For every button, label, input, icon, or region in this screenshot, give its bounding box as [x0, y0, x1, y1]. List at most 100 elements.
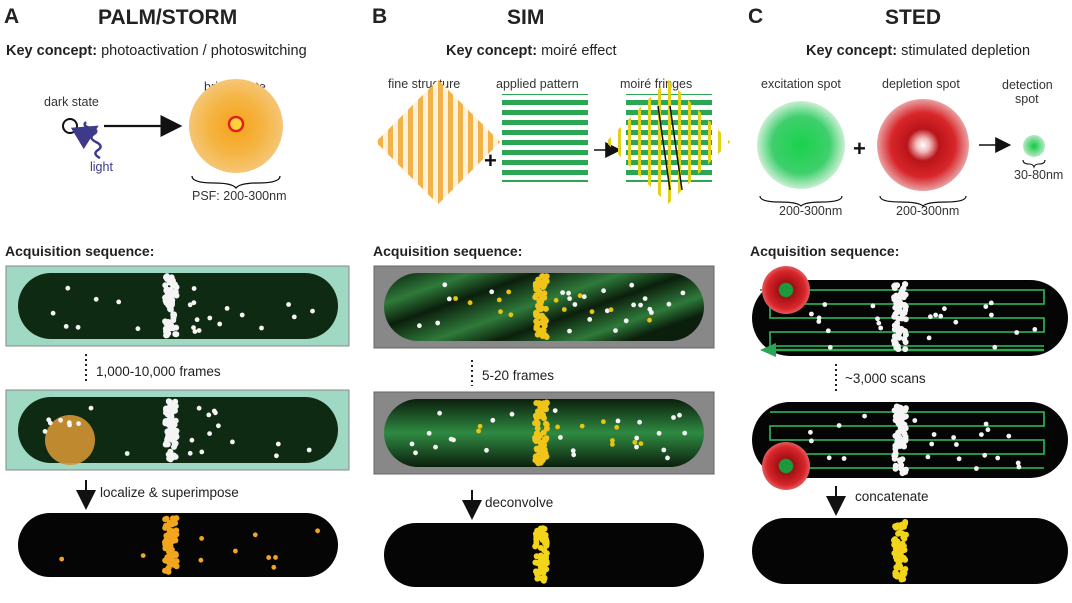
cluster-dot [902, 331, 909, 338]
cluster-dot [164, 436, 171, 443]
cluster-dot [167, 402, 174, 409]
cluster-dot [167, 287, 174, 293]
fluorophore-dot [508, 312, 514, 318]
cluster-dot [172, 288, 179, 295]
cluster-dot [898, 421, 905, 428]
localized-dot [162, 524, 169, 531]
deconvolved-dot [542, 537, 549, 544]
cluster-dot [896, 304, 903, 311]
cluster-dot [533, 415, 540, 421]
localized-dot [171, 518, 178, 525]
cluster-dot [894, 438, 901, 445]
cluster-dot [540, 278, 547, 285]
deconvolved-dot [538, 532, 544, 539]
cluster-dot [535, 435, 541, 442]
fluorophore-dot [983, 304, 989, 309]
deconvolved-dot [533, 541, 540, 548]
localized-dot [164, 566, 171, 573]
fluorophore-dot [509, 411, 515, 417]
cluster-dot [534, 331, 541, 338]
cluster-dot [542, 305, 549, 312]
deconvolved-dot [542, 540, 549, 547]
cluster-dot [167, 323, 174, 330]
fluorophore-dot [982, 452, 988, 458]
fluorophore-dot [938, 313, 944, 319]
detection-label-line1: detection [1002, 78, 1053, 92]
cluster-dot [892, 446, 899, 452]
fluorophore-dot [608, 307, 614, 313]
cluster-dot [166, 453, 173, 460]
concatenated-dot [902, 519, 909, 525]
cluster-dot [173, 324, 180, 331]
cluster-dot [165, 451, 172, 458]
cluster-dot [901, 430, 908, 437]
cluster-dot [163, 319, 170, 326]
cluster-dot [170, 280, 177, 287]
cluster-dot [537, 432, 543, 439]
cluster-dot [892, 450, 899, 456]
cluster-dot [898, 411, 904, 418]
cluster-dot [891, 294, 898, 301]
concatenated-dot [901, 520, 908, 527]
cluster-dot [535, 458, 542, 465]
fluorophore-dot [1016, 464, 1022, 470]
cluster-dot [537, 459, 544, 466]
cluster-dot [533, 430, 540, 437]
localized-dot [163, 515, 170, 522]
cluster-dot [897, 443, 904, 449]
fluorophore-dot [632, 439, 638, 445]
deconvolved-dot [541, 564, 548, 571]
cluster-dot [895, 328, 902, 335]
cluster-dot [902, 316, 909, 323]
deconvolved-dot [543, 554, 550, 561]
deconvolved-dot [533, 535, 540, 542]
fluorophore-dot [878, 325, 884, 331]
concatenated-dot [893, 524, 899, 531]
cluster-dot [169, 325, 176, 332]
cluster-dot [899, 286, 906, 293]
localized-dot [252, 532, 258, 538]
fluorophore-dot [610, 442, 615, 447]
panel-a-concept: Key concept: photoactivation / photoswit… [6, 44, 307, 59]
panel-a-final-step: localize & superimpose [100, 485, 239, 500]
cluster-dot [537, 413, 544, 420]
concatenated-dot [895, 573, 902, 580]
cluster-dot [170, 289, 177, 296]
localized-dot [166, 549, 173, 555]
deconvolved-dot [540, 575, 547, 581]
fluorophore-dot [634, 435, 640, 441]
cluster-dot [893, 344, 900, 351]
localized-dot [163, 539, 170, 546]
concatenated-dot [892, 554, 899, 561]
fluorophore-dot [435, 320, 441, 326]
cluster-dot [532, 412, 539, 419]
cluster-dot [534, 446, 541, 453]
cluster-dot [543, 278, 550, 285]
panel-c-acq-title: Acquisition sequence: [750, 243, 900, 259]
concatenated-dot [893, 571, 900, 578]
cluster-dot [542, 450, 549, 457]
cluster-dot [536, 298, 543, 304]
cluster-dot [534, 430, 541, 437]
concatenated-dot [900, 571, 907, 578]
cluster-dot [901, 309, 908, 316]
fluorophore-dot [66, 420, 72, 426]
concatenated-dot [895, 530, 902, 537]
cluster-dot [169, 297, 176, 304]
cluster-dot [162, 294, 169, 301]
fluorophore-dot [875, 316, 880, 322]
cluster-dot [891, 294, 898, 301]
cluster-dot [891, 452, 898, 459]
cluster-dot [891, 322, 898, 329]
light-label: light [90, 160, 113, 174]
panel-b-concept-text: moiré effect [537, 43, 617, 59]
dots-layer [42, 273, 1038, 584]
concatenated-dot [900, 534, 907, 541]
concatenated-dot [893, 522, 900, 529]
cluster-dot [172, 453, 179, 460]
cluster-dot [539, 457, 546, 464]
cluster-dot [162, 418, 169, 425]
fluorophore-dot [825, 328, 831, 334]
localized-dot [172, 537, 179, 544]
fluorophore-dot [196, 328, 202, 333]
